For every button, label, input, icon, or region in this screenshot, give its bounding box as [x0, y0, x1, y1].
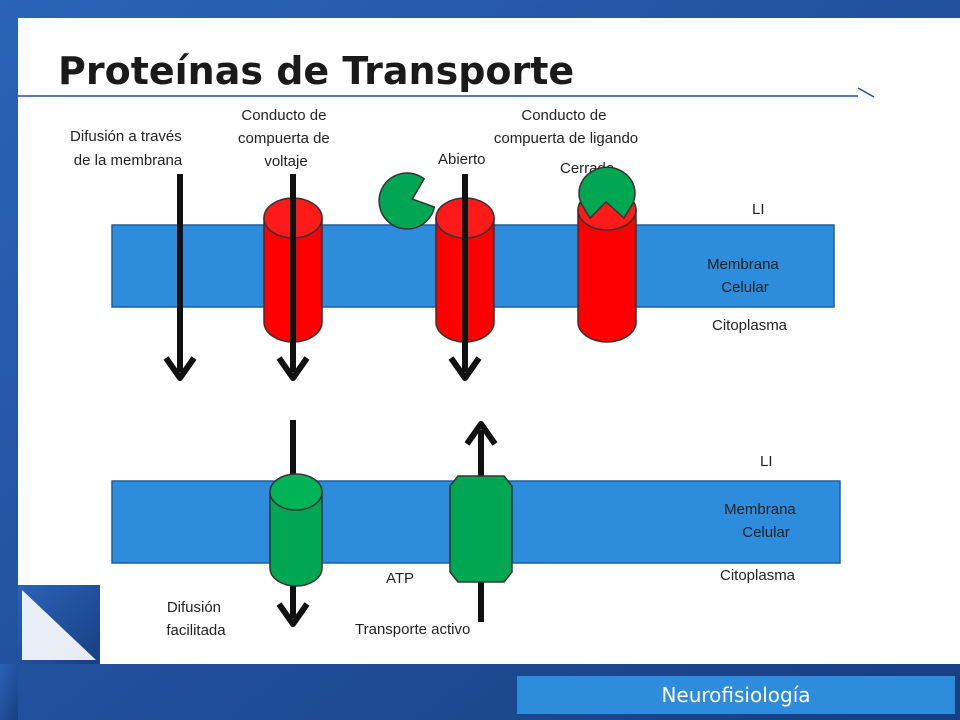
top-cell-membrane-label: Membrana Celular — [707, 256, 783, 296]
diffusion-arrow — [163, 174, 197, 381]
ligand-gated-channel-label: Conducto de compuerta de ligando — [494, 107, 638, 147]
active-transport-pump — [449, 475, 513, 583]
bottom-extracellular-label: LI — [760, 453, 773, 470]
ligand-open-icon — [378, 172, 436, 230]
footer-bar — [517, 676, 955, 714]
active-transport-label: Transporte activo — [355, 621, 470, 638]
facilitated-diffusion-label: Difusión facilitada — [166, 599, 226, 639]
voltage-channel-arrow — [276, 174, 310, 381]
bottom-cytoplasm-label: Citoplasma — [720, 567, 796, 584]
open-label: Abierto — [438, 151, 486, 168]
voltage-gated-channel-label: Conducto de compuerta de voltaje — [238, 107, 334, 170]
footer-label: Neurofisiología — [661, 683, 810, 707]
facilitated-diffusion-channel — [269, 473, 323, 587]
bottom-cell-membrane-label: Membrana Celular — [724, 501, 800, 541]
ligand-channel-arrow — [448, 174, 482, 381]
top-cytoplasm-label: Citoplasma — [712, 317, 788, 334]
top-extracellular-label: LI — [752, 201, 765, 218]
slide-title: Proteínas de Transporte — [58, 49, 574, 93]
corner-decoration-inner — [22, 590, 96, 660]
ligand-bound-icon — [578, 166, 636, 220]
atp-label: ATP — [386, 570, 414, 587]
diffusion-through-membrane-label: Difusión a través de la membrana — [70, 128, 186, 169]
